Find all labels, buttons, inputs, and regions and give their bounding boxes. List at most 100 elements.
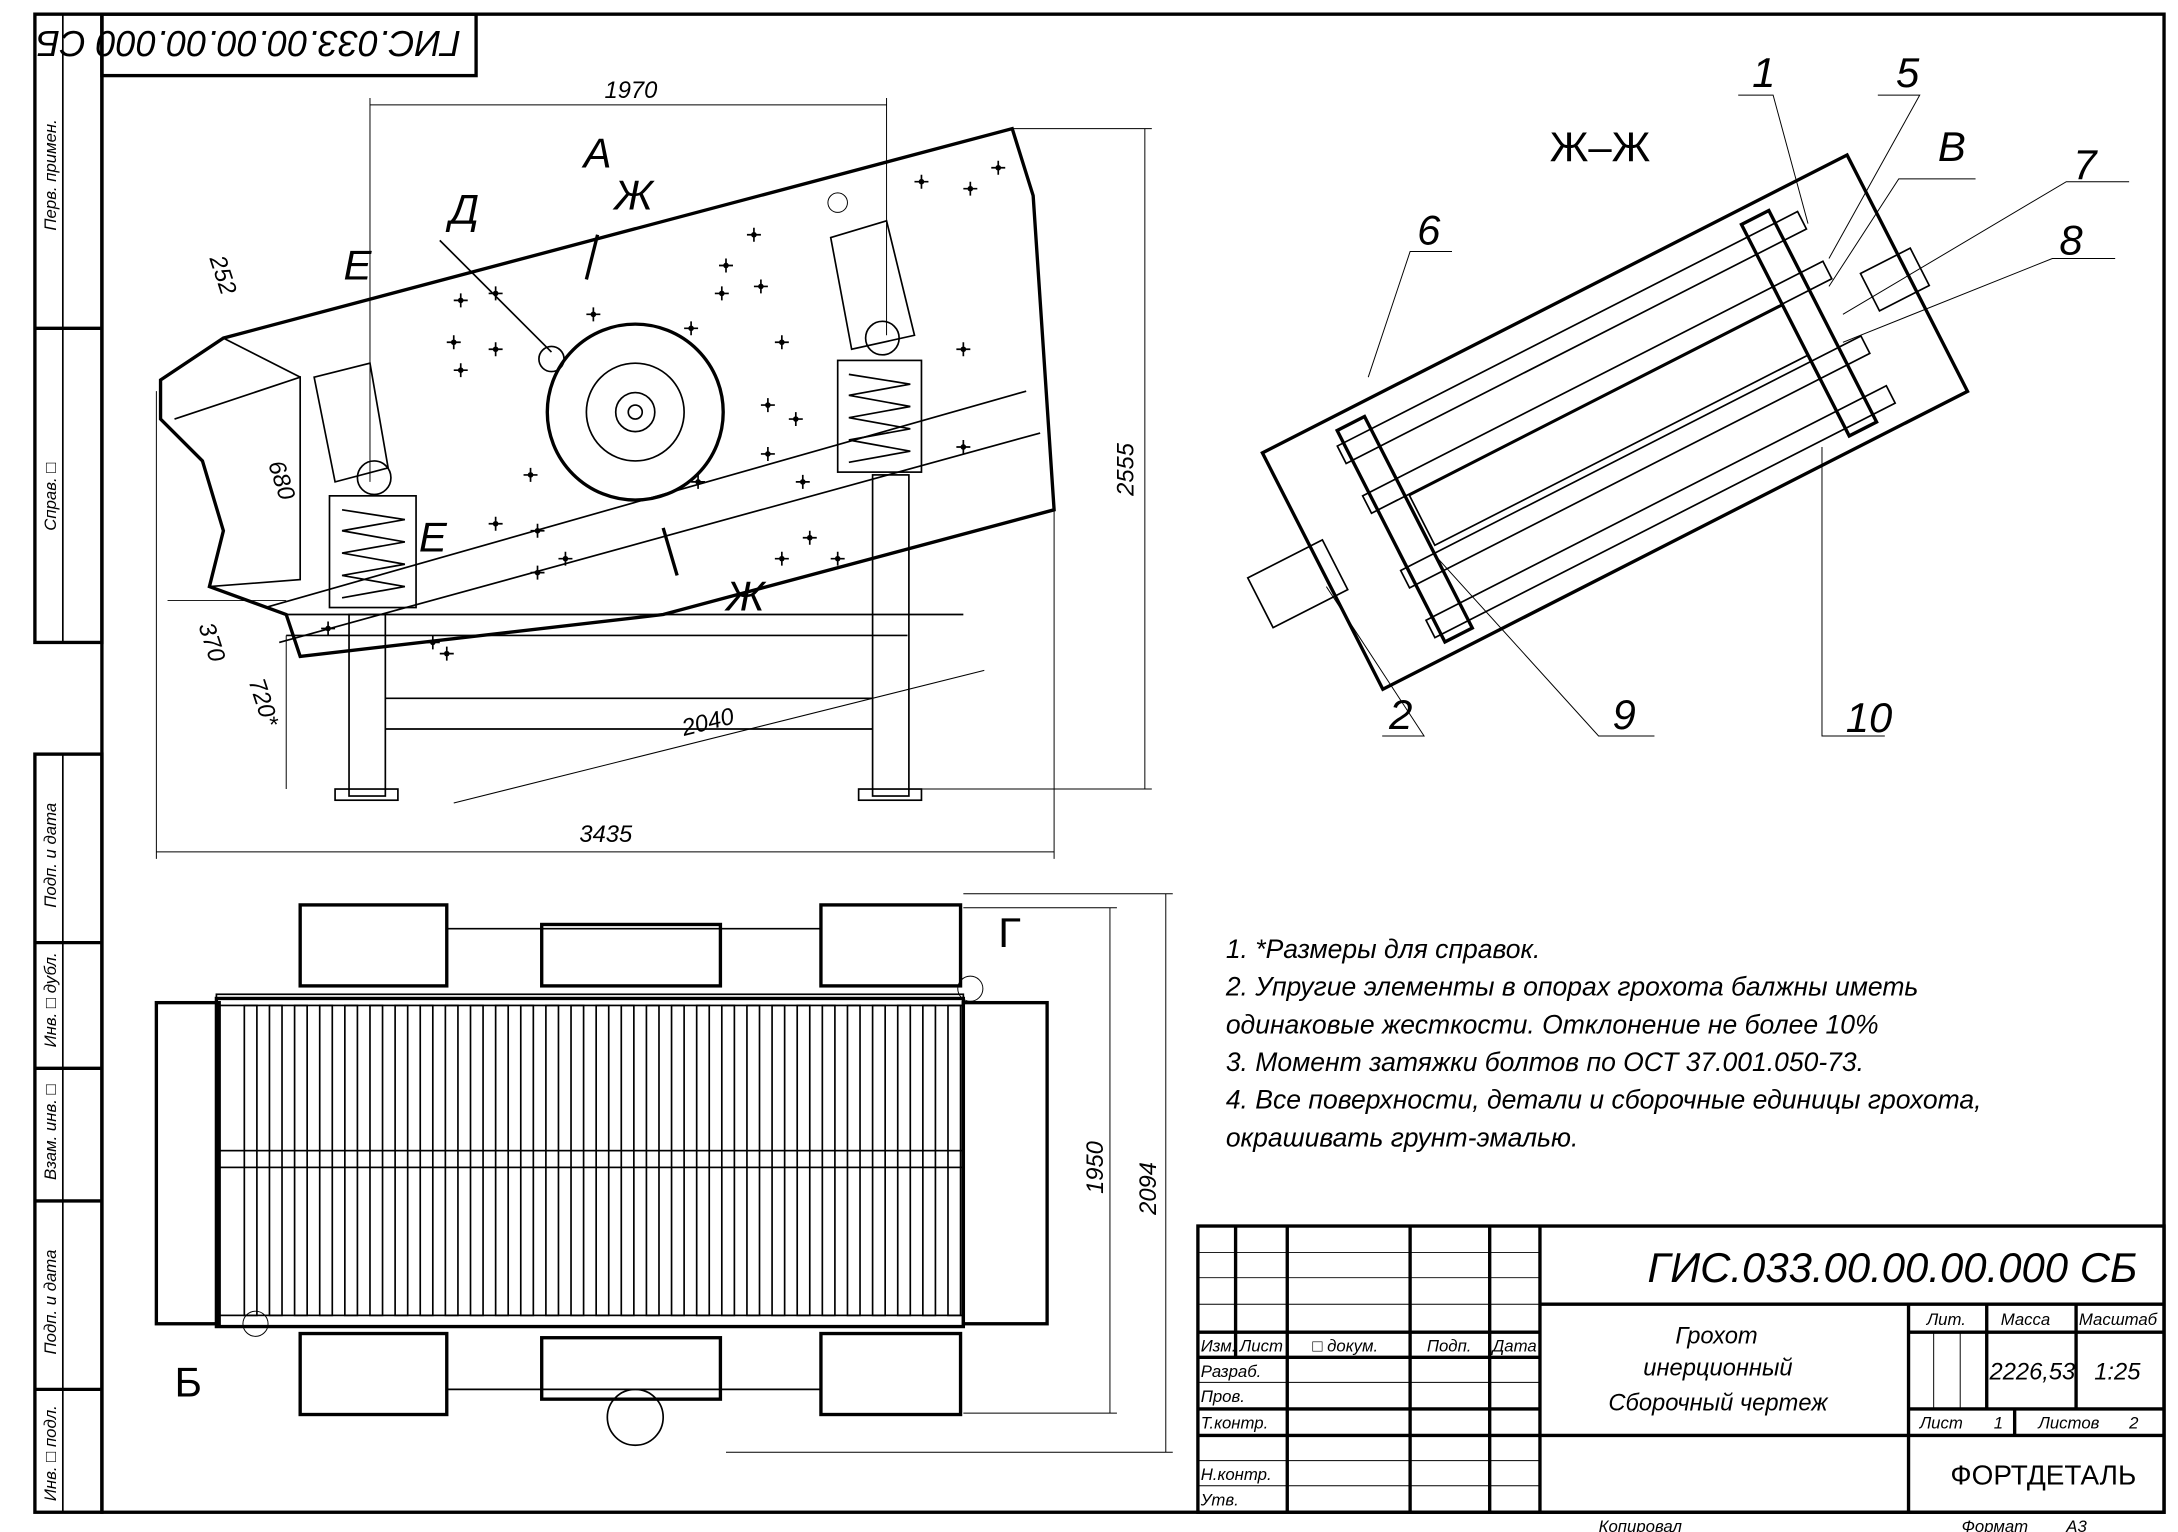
side-strip-labels: Перв. примен. Справ. □ Подп. и дата Инв.… (41, 119, 60, 1501)
rotated-designation-stamp: ГИС.033.00.00.00.000 СБ (36, 12, 478, 78)
role-label: Разраб. (1201, 1362, 1262, 1381)
screen-slat (570, 1004, 585, 1317)
screen-slat (243, 1004, 258, 1317)
bolt-head (562, 555, 569, 562)
bolt-head (527, 472, 534, 478)
callout-9: 9 (1613, 691, 1636, 738)
view-labels: Д А Ж Е Е Ж (343, 130, 767, 620)
format-label: Формат (1962, 1517, 2029, 1532)
section-title: Ж–Ж (1550, 123, 1651, 170)
note-line: одинаковые жесткости. Отклонение не боле… (1226, 1009, 1879, 1039)
bolt-head (918, 178, 925, 185)
mass-value: 2226,53 (1989, 1360, 2076, 1386)
role-label: Т.контр. (1201, 1413, 1269, 1432)
screen-slat (896, 1004, 912, 1317)
spring-left (313, 362, 417, 609)
bolt-head (534, 527, 541, 534)
spring-right (829, 219, 923, 473)
technical-notes: 1. *Размеры для справок. 2. Упругие элем… (1225, 934, 1982, 1152)
bolt-head (765, 451, 771, 457)
callout-6: 6 (1417, 207, 1441, 254)
bolt-head (779, 339, 785, 346)
screen-slat (545, 1004, 560, 1317)
callout-5: 5 (1896, 49, 1920, 96)
dim-2555: 2555 (1114, 442, 1140, 497)
strip-label: Инв. □ подл. (41, 1405, 60, 1501)
label-E: Е (419, 514, 448, 561)
sheet-number: 1 (1994, 1413, 2003, 1432)
sheet-label: Лист (1919, 1413, 1963, 1432)
bolt-head (534, 569, 541, 576)
title-block: ГИС.033.00.00.00.000 СБ Грохот инерционн… (1196, 1224, 2166, 1514)
bolt-head (688, 325, 694, 332)
screen-slat (494, 1004, 510, 1317)
company-name: ФОРТДЕТАЛЬ (1950, 1459, 2136, 1490)
dim-1970: 1970 (605, 78, 658, 104)
bolt-head (960, 346, 967, 353)
screen-slat (369, 1004, 384, 1317)
strip-label: Справ. □ (41, 463, 60, 531)
screen-slat (746, 1004, 761, 1317)
format-value: А3 (2065, 1517, 2087, 1532)
bolt-head (443, 650, 450, 657)
screen-slat (771, 1004, 786, 1317)
bolt-head (450, 339, 457, 346)
mass-label: Масса (2001, 1310, 2051, 1329)
callout-V: В (1938, 123, 1966, 170)
bolt-head (457, 297, 464, 304)
bolt-head (995, 164, 1002, 171)
label-E: Е (343, 241, 372, 288)
bolt-head (492, 520, 499, 527)
note-line: 1. *Размеры для справок. (1226, 934, 1541, 964)
dim-2040: 2040 (678, 704, 736, 742)
screen-slat (419, 1004, 434, 1317)
bolt-head (430, 639, 436, 646)
drawing-designation: ГИС.033.00.00.00.000 СБ (1647, 1244, 2137, 1291)
note-line: 4. Все поверхности, детали и сборочные е… (1226, 1085, 1982, 1115)
bolt-head (719, 290, 725, 297)
header-date: Дата (1490, 1337, 1536, 1356)
dim-3435: 3435 (579, 822, 633, 848)
screen-slat (821, 1004, 836, 1317)
copied-label: Копировал (1599, 1517, 1683, 1532)
scale-label: Масштаб (2079, 1310, 2158, 1329)
vibrator-motor (538, 192, 848, 502)
screen-slat (620, 1004, 635, 1317)
strip-label: Подп. и дата (41, 1250, 60, 1355)
strip-label: Перв. примен. (41, 119, 60, 230)
screen-slat (922, 1004, 937, 1317)
sheets-count: 2 (2128, 1413, 2139, 1432)
header-izm: Изм. (1201, 1337, 1237, 1356)
bolt-head (779, 555, 785, 562)
stamp-text: ГИС.033.00.00.00.000 СБ (36, 23, 461, 64)
screen-slat (871, 1004, 886, 1317)
dim-720: 720* (243, 675, 283, 730)
header-list: Лист (1239, 1337, 1283, 1356)
label-B: Б (175, 1358, 202, 1405)
dim-1950: 1950 (1083, 1141, 1109, 1194)
bolt-head (751, 231, 757, 238)
screen-slat (318, 1004, 334, 1317)
bolt-head (723, 262, 729, 269)
screen-slat (947, 1004, 962, 1317)
screen-slat (293, 1004, 308, 1317)
bolt-head (793, 416, 799, 422)
screen-slat (344, 1004, 359, 1317)
side-dimensions: 1970 2555 3435 2040 252 680 370 720* (155, 78, 1152, 859)
dim-370: 370 (193, 620, 230, 666)
sheet-frame (33, 12, 2166, 1514)
header-podp: Подп. (1427, 1337, 1472, 1356)
role-label: Пров. (1201, 1387, 1245, 1406)
dim-680: 680 (262, 458, 299, 504)
bolt-head (967, 185, 974, 192)
sheets-label: Листов (2037, 1413, 2099, 1432)
bolt-head (492, 346, 499, 353)
section-view: Ж–Ж 1 5 В 7 8 6 2 9 10 (1246, 49, 2130, 741)
label-A: А (581, 130, 612, 177)
screen-slat (796, 1004, 811, 1317)
role-label: Н.контр. (1201, 1465, 1272, 1484)
header-doc: □ докум. (1312, 1337, 1378, 1356)
drawing-name: инерционный (1643, 1355, 1792, 1381)
dim-252: 252 (203, 251, 240, 298)
callout-8: 8 (2059, 216, 2083, 263)
